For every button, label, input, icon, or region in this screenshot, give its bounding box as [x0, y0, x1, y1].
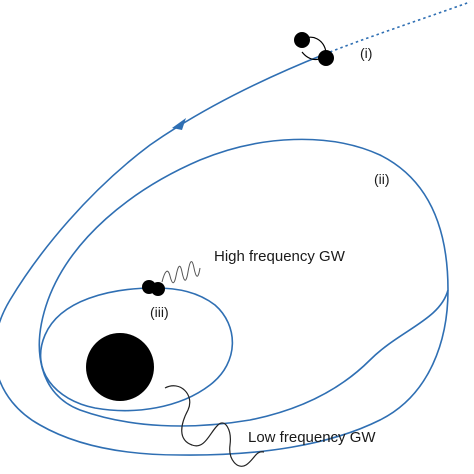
binary-iii-star-b	[151, 282, 165, 296]
binary-stage-i	[294, 32, 334, 66]
label-low-frequency-gw: Low frequency GW	[248, 429, 376, 446]
orbit-direction-arrow	[172, 118, 186, 130]
label-stage-ii: (ii)	[374, 171, 390, 187]
binary-stage-iii	[142, 280, 165, 296]
inner-orbit-iii	[39, 287, 234, 412]
incoming-trajectory-dotted	[324, 1, 471, 55]
outer-orbit-i	[0, 53, 449, 456]
high-frequency-wave	[161, 261, 201, 284]
label-high-frequency-gw: High frequency GW	[214, 248, 346, 265]
intermediate-orbit-ii	[38, 138, 449, 427]
binary-i-star-a	[294, 32, 310, 48]
binary-i-star-b	[318, 50, 334, 66]
label-stage-i: (i)	[360, 45, 372, 61]
low-frequency-wave	[164, 385, 265, 467]
label-stage-iii: (iii)	[150, 304, 169, 320]
supermassive-black-hole	[86, 333, 154, 401]
